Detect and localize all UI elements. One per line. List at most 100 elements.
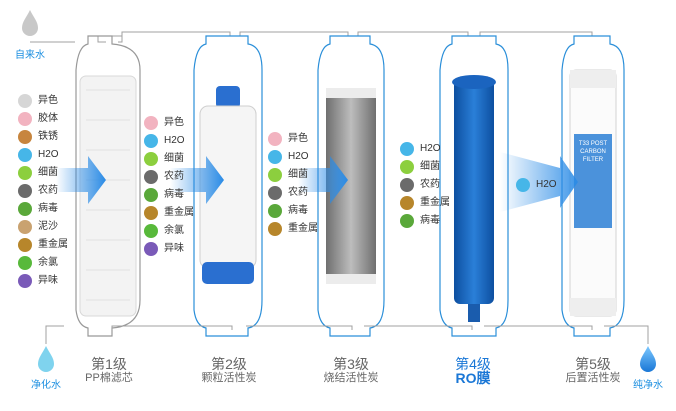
list-item: 胶体 xyxy=(18,110,68,128)
list-item: H2O xyxy=(18,146,68,164)
color-icon xyxy=(268,132,282,146)
gac-cartridge-bottom-cap xyxy=(202,262,254,284)
pesticide-icon xyxy=(18,184,32,198)
list-item: 异色 xyxy=(18,92,68,110)
list-item: 病毒 xyxy=(268,202,318,220)
pesticide-icon xyxy=(400,178,414,192)
water-drop-icon xyxy=(400,142,414,156)
list-item: H2O xyxy=(144,132,194,150)
water-drop-icon xyxy=(18,148,32,162)
stage5-caption: 第5级 后置活性炭 xyxy=(548,356,638,385)
stage1-number: 第1级 xyxy=(91,356,127,372)
stage4-housing xyxy=(439,35,509,337)
ro-membrane-cartridge xyxy=(454,80,494,304)
list-item: 重金属 xyxy=(400,194,450,212)
virus-icon xyxy=(400,214,414,228)
list-item: 铁锈 xyxy=(18,128,68,146)
virus-icon xyxy=(268,204,282,218)
stage4-caption: 第4级 RO膜 xyxy=(428,356,518,385)
pesticide-icon xyxy=(268,186,282,200)
stage5-housing xyxy=(561,35,625,337)
stage4-name: RO膜 xyxy=(455,370,491,386)
list-item: 异色 xyxy=(144,114,194,132)
outlet-label: 纯净水 xyxy=(633,380,663,391)
list-item: 农药 xyxy=(400,176,450,194)
stage2-number: 第2级 xyxy=(211,356,247,372)
stage2-name: 颗粒活性炭 xyxy=(201,372,257,384)
list-item: 异味 xyxy=(18,272,68,290)
color-icon xyxy=(144,116,158,130)
list-item: 病毒 xyxy=(144,186,194,204)
list-item: 重金属 xyxy=(144,204,194,222)
odor-icon xyxy=(144,242,158,256)
sand-icon xyxy=(18,220,32,234)
stage4-list: H2O 细菌 农药 重金属 病毒 xyxy=(400,140,450,230)
heavy-metal-icon xyxy=(268,222,282,236)
stage3-number: 第3级 xyxy=(333,356,369,372)
chlorine-icon xyxy=(18,256,32,270)
list-item: 农药 xyxy=(144,168,194,186)
list-item: 细菌 xyxy=(268,166,318,184)
drain-drop-icon xyxy=(38,346,54,372)
post-carbon-cartridge-text: T33 POST CARBON FILTER xyxy=(578,141,608,163)
stage3-name: 烧结活性炭 xyxy=(323,372,379,384)
list-item: 余氯 xyxy=(144,222,194,240)
inlet-drop-icon xyxy=(22,10,38,36)
flow-arrow-2 xyxy=(170,156,224,204)
pp-cotton-cartridge xyxy=(79,75,137,317)
pesticide-icon xyxy=(144,170,158,184)
heavy-metal-icon xyxy=(144,206,158,220)
list-item: 细菌 xyxy=(18,164,68,182)
virus-icon xyxy=(18,202,32,216)
stage2-list: 异色 H2O 细菌 农药 病毒 重金属 余氯 异味 xyxy=(144,114,194,258)
stage2-caption: 第2级 颗粒活性炭 xyxy=(184,356,274,385)
list-item: 余氯 xyxy=(18,254,68,272)
virus-icon xyxy=(144,188,158,202)
list-item: H2O xyxy=(400,140,450,158)
rust-icon xyxy=(18,130,32,144)
flow-arrow-4 xyxy=(500,152,578,212)
stage5-name: 后置活性炭 xyxy=(565,372,621,384)
list-item: 农药 xyxy=(268,184,318,202)
flow-arrow-3 xyxy=(298,156,348,204)
stage3-housing xyxy=(317,35,385,337)
chlorine-icon xyxy=(144,224,158,238)
stage1-name: PP棉滤芯 xyxy=(85,372,133,384)
list-item: H2O xyxy=(516,176,557,194)
outlet-drop-icon xyxy=(640,346,656,372)
inlet-label: 自来水 xyxy=(15,50,45,61)
stage3-caption: 第3级 烧结活性炭 xyxy=(306,356,396,385)
stage4-number: 第4级 xyxy=(455,356,491,372)
list-item: 细菌 xyxy=(144,150,194,168)
odor-icon xyxy=(18,274,32,288)
list-item: 泥沙 xyxy=(18,218,68,236)
colloid-icon xyxy=(18,112,32,126)
list-item: 病毒 xyxy=(18,200,68,218)
water-drop-icon xyxy=(144,134,158,148)
water-drop-icon xyxy=(516,178,530,192)
water-drop-icon xyxy=(268,150,282,164)
list-item: H2O xyxy=(268,148,318,166)
stage3-list: 异色 H2O 细菌 农药 病毒 重金属 xyxy=(268,130,318,238)
list-item: 异色 xyxy=(268,130,318,148)
bacteria-icon xyxy=(268,168,282,182)
heavy-metal-icon xyxy=(18,238,32,252)
gac-cartridge-top-cap xyxy=(216,86,240,108)
list-item: 病毒 xyxy=(400,212,450,230)
stage2-housing xyxy=(193,35,263,337)
bacteria-icon xyxy=(144,152,158,166)
list-item: 农药 xyxy=(18,182,68,200)
bacteria-icon xyxy=(400,160,414,174)
bacteria-icon xyxy=(18,166,32,180)
list-item: 重金属 xyxy=(268,220,318,238)
stage5-list: H2O xyxy=(516,176,557,194)
heavy-metal-icon xyxy=(400,196,414,210)
stage1-caption: 第1级 PP棉滤芯 xyxy=(64,356,154,385)
color-icon xyxy=(18,94,32,108)
flow-arrow-1 xyxy=(56,156,106,204)
drain-label: 净化水 xyxy=(31,380,61,391)
stage5-number: 第5级 xyxy=(575,356,611,372)
list-item: 重金属 xyxy=(18,236,68,254)
stage1-list: 异色 胶体 铁锈 H2O 细菌 农药 病毒 泥沙 重金属 余氯 异味 xyxy=(18,92,68,290)
